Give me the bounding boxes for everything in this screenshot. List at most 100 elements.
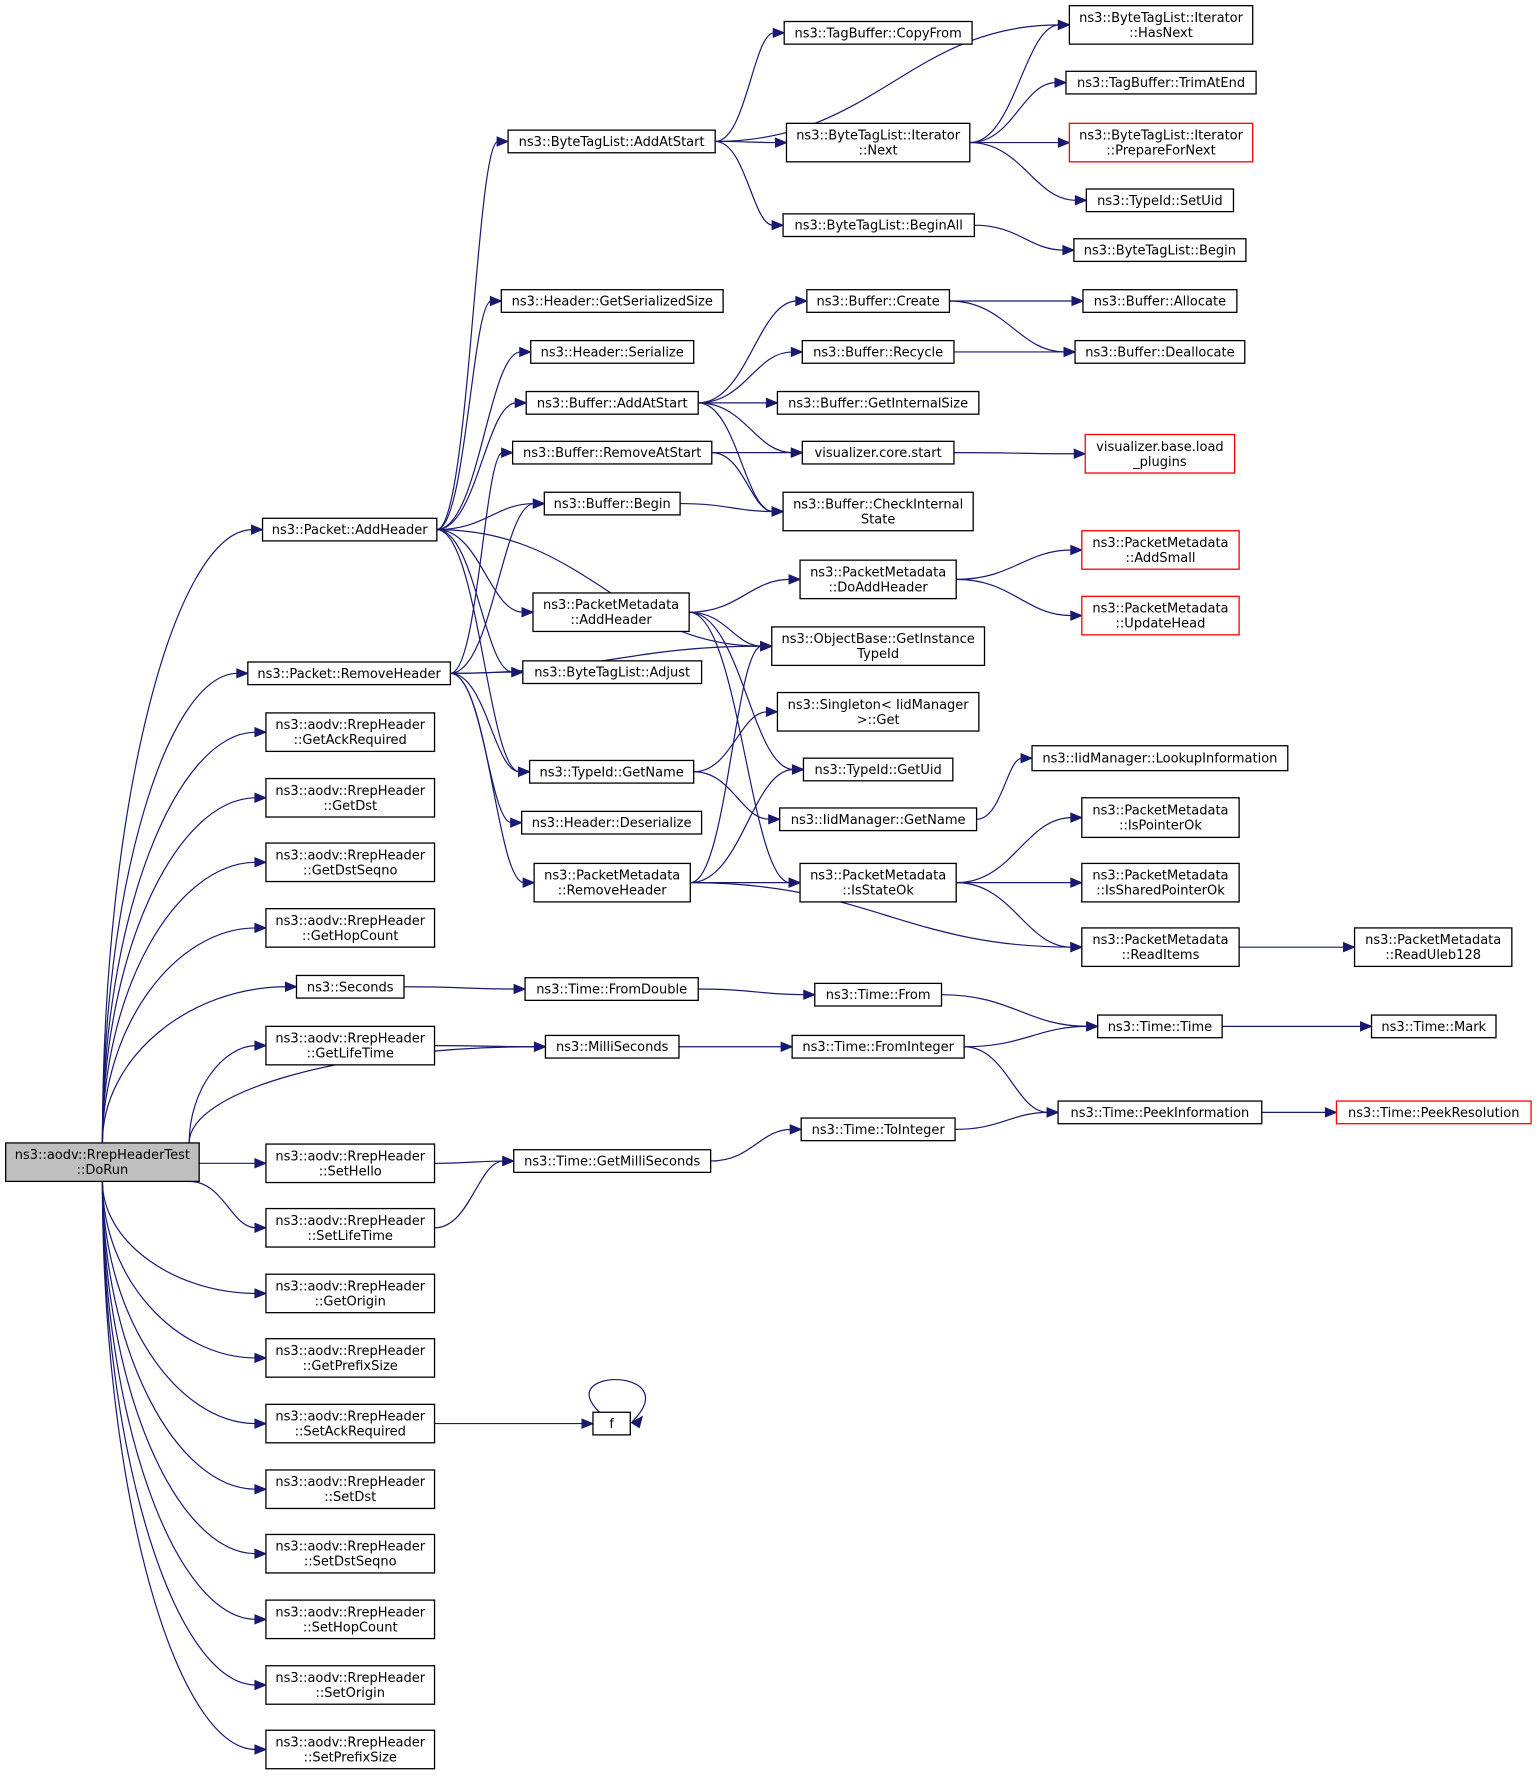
node-pm-removeheader[interactable]: ns3::PacketMetadata::RemoveHeader [533, 862, 691, 903]
node-pm-doaddheader[interactable]: ns3::PacketMetadata::DoAddHeader [799, 559, 957, 600]
node-bytetaglist-begin[interactable]: ns3::ByteTagList::Begin [1073, 238, 1247, 263]
call-edge-btl_iterator_next-to-tagbuffer_trimatend [969, 77, 1068, 144]
node-buffer-create[interactable]: ns3::Buffer::Create [806, 289, 951, 313]
call-edge-packet_removeheader-to-header_deserialize [450, 672, 523, 828]
node-time-getmilliseconds[interactable]: ns3::Time::GetMilliSeconds [513, 1149, 712, 1174]
node-iidmanager-getname[interactable]: ns3::IidManager::GetName [779, 807, 978, 832]
node-label-line: ns3::TypeId::SetUid [1097, 194, 1222, 209]
node-f[interactable]: f [592, 1411, 631, 1436]
node-rrep-setdst[interactable]: ns3::aodv::RrepHeader::SetDst [265, 1469, 436, 1510]
node-typeid-getname[interactable]: ns3::TypeId::GetName [528, 759, 695, 784]
node-bytetaglist-adjust[interactable]: ns3::ByteTagList::Adjust [522, 660, 703, 685]
node-packet-addheader[interactable]: ns3::Packet::AddHeader [261, 517, 438, 542]
call-edge-bytetaglist_addatstart-to-tagbuffer_copyfrom [715, 27, 786, 143]
node-box [1335, 1100, 1532, 1125]
node-label-line: visualizer.core.start [815, 446, 942, 461]
node-box [507, 129, 716, 154]
node-rrep-getackrequired[interactable]: ns3::aodv::RrepHeader::GetAckRequired [265, 712, 436, 753]
node-rrep-getdstseqno[interactable]: ns3::aodv::RrepHeader::GetDstSeqno [265, 842, 436, 883]
node-rrep-getorigin[interactable]: ns3::aodv::RrepHeader::GetOrigin [265, 1273, 436, 1314]
node-buffer-deallocate[interactable]: ns3::Buffer::Deallocate [1074, 339, 1246, 364]
node-time-fromdouble[interactable]: ns3::Time::FromDouble [524, 977, 699, 1002]
node-btl-beginall[interactable]: ns3::ByteTagList::BeginAll [782, 213, 975, 238]
node-label-line: ns3::aodv::RrepHeader [275, 1540, 425, 1555]
node-pm-readitems[interactable]: ns3::PacketMetadata::ReadItems [1081, 927, 1240, 968]
node-buffer-allocate[interactable]: ns3::Buffer::Allocate [1082, 289, 1238, 313]
node-pm-addsmall[interactable]: ns3::PacketMetadata::AddSmall [1081, 530, 1240, 570]
node-time-mark[interactable]: ns3::Time::Mark [1370, 1014, 1497, 1039]
node-pm-addheader[interactable]: ns3::PacketMetadata::AddHeader [532, 592, 690, 633]
call-edge-packet_addheader-to-bytetaglist_adjust [436, 528, 525, 678]
node-time-time[interactable]: ns3::Time::Time [1097, 1014, 1223, 1039]
call-edge-root-to-rrep_setprefixsize [101, 1181, 268, 1755]
node-box [525, 390, 699, 415]
node-time-frominteger[interactable]: ns3::Time::FromInteger [791, 1034, 965, 1059]
node-packet-removeheader[interactable]: ns3::Packet::RemoveHeader [247, 661, 452, 686]
node-box [522, 660, 703, 685]
node-visualizer-base-loadplugins[interactable]: visualizer.base.load_plugins [1084, 433, 1236, 474]
node-rrep-setdstseqno[interactable]: ns3::aodv::RrepHeader::SetDstSeqno [265, 1533, 436, 1574]
node-time-from[interactable]: ns3::Time::From [814, 982, 943, 1007]
node-pm-readuleb128[interactable]: ns3::PacketMetadata::ReadUleb128 [1353, 927, 1513, 968]
node-tagbuffer-copyfrom[interactable]: ns3::TagBuffer::CopyFrom [783, 20, 973, 45]
call-edge-root-to-rrep_setorigin [101, 1181, 268, 1691]
node-btl-iterator-hasnext[interactable]: ns3::ByteTagList::Iterator::HasNext [1068, 5, 1254, 45]
node-buffer-recycle[interactable]: ns3::Buffer::Recycle [801, 339, 955, 364]
node-rrep-setprefixsize[interactable]: ns3::aodv::RrepHeader::SetPrefixSize [265, 1729, 436, 1770]
node-rrep-sethopcount[interactable]: ns3::aodv::RrepHeader::SetHopCount [265, 1599, 436, 1640]
node-rrep-setorigin[interactable]: ns3::aodv::RrepHeader::SetOrigin [265, 1665, 436, 1705]
node-label-line: ns3::aodv::RrepHeader [275, 1410, 425, 1425]
node-root[interactable]: ns3::aodv::RrepHeaderTest::DoRun [5, 1142, 200, 1183]
node-visualizer-core-start[interactable]: visualizer.core.start [801, 440, 955, 465]
node-milliseconds[interactable]: ns3::MilliSeconds [544, 1034, 680, 1059]
node-label-line: ns3::ByteTagList::AddAtStart [519, 135, 705, 150]
node-rrep-setackrequired[interactable]: ns3::aodv::RrepHeader::SetAckRequired [265, 1403, 436, 1444]
node-label-line: ns3::PacketMetadata [810, 869, 946, 884]
node-header-serialize[interactable]: ns3::Header::Serialize [530, 339, 695, 364]
node-rrep-getlifetime[interactable]: ns3::aodv::RrepHeader::GetLifeTime [265, 1025, 436, 1066]
node-rrep-getdst[interactable]: ns3::aodv::RrepHeader::GetDst [265, 777, 436, 818]
node-label-line: ::SetDstSeqno [304, 1555, 397, 1570]
node-label-line: ns3::TypeId::GetName [539, 765, 683, 780]
node-btl-iterator-preparefornext[interactable]: ns3::ByteTagList::Iterator::PrepareForNe… [1068, 122, 1254, 163]
node-bytetaglist-addatstart[interactable]: ns3::ByteTagList::AddAtStart [507, 129, 716, 154]
node-label-line: ns3::aodv::RrepHeader [275, 1032, 425, 1047]
call-edge-bytetaglist_addatstart-to-btl_iterator_next [715, 137, 788, 148]
node-pm-ispointerok[interactable]: ns3::PacketMetadata::IsPointerOk [1081, 797, 1240, 839]
node-pm-issharedpointerok[interactable]: ns3::PacketMetadata::IsSharedPointerOk [1081, 862, 1240, 903]
node-buffer-addatstart[interactable]: ns3::Buffer::AddAtStart [525, 390, 699, 415]
node-rrep-getprefixsize[interactable]: ns3::aodv::RrepHeader::GetPrefixSize [265, 1338, 436, 1378]
node-tagbuffer-trimatend[interactable]: ns3::TagBuffer::TrimAtEnd [1065, 70, 1257, 95]
node-typeid-setuid[interactable]: ns3::TypeId::SetUid [1085, 188, 1235, 213]
node-buffer-removeatstart[interactable]: ns3::Buffer::RemoveAtStart [511, 440, 713, 465]
node-buffer-getinternalsize[interactable]: ns3::Buffer::GetInternalSize [776, 390, 980, 415]
call-edge-seconds-to-time_fromdouble [403, 983, 527, 995]
node-singleton-get[interactable]: ns3::Singleton< IidManager>::Get [776, 691, 980, 732]
node-buffer-begin[interactable]: ns3::Buffer::Begin [543, 491, 681, 516]
node-box [247, 661, 452, 686]
node-rrep-gethopcount[interactable]: ns3::aodv::RrepHeader::GetHopCount [265, 908, 436, 948]
node-label-line: ::GetOrigin [315, 1294, 386, 1309]
node-label-line: ns3::ByteTagList::Iterator [1079, 11, 1244, 26]
node-rrep-sethello[interactable]: ns3::aodv::RrepHeader::SetHello [265, 1143, 436, 1184]
node-time-peekresolution[interactable]: ns3::Time::PeekResolution [1335, 1100, 1532, 1125]
node-typeid-getuid[interactable]: ns3::TypeId::GetUid [802, 757, 954, 782]
node-label-line: ns3::aodv::RrepHeader [275, 1344, 425, 1359]
node-label-line: ns3::PacketMetadata [1092, 602, 1228, 617]
node-seconds[interactable]: ns3::Seconds [295, 974, 405, 999]
node-header-deserialize[interactable]: ns3::Header::Deserialize [521, 810, 703, 835]
call-edge-root-to-rrep_getdstseqno [101, 857, 268, 1143]
node-time-peekinformation[interactable]: ns3::Time::PeekInformation [1057, 1100, 1263, 1125]
node-time-tointeger[interactable]: ns3::Time::ToInteger [800, 1117, 956, 1142]
node-pm-updatehead[interactable]: ns3::PacketMetadata::UpdateHead [1081, 595, 1240, 636]
call-edge-packet_addheader-to-objectbase_getinstancetypeid [436, 528, 774, 652]
node-pm-isstateok[interactable]: ns3::PacketMetadata::IsStateOk [799, 862, 957, 903]
node-header-getserializedsize[interactable]: ns3::Header::GetSerializedSize [500, 289, 724, 313]
node-iidmanager-lookupinformation[interactable]: ns3::IidManager::LookupInformation [1031, 745, 1289, 772]
node-rrep-setlifetime[interactable]: ns3::aodv::RrepHeader::SetLifeTime [265, 1207, 436, 1248]
node-btl-iterator-next[interactable]: ns3::ByteTagList::Iterator::Next [785, 122, 971, 163]
node-label-line: ns3::Packet::AddHeader [272, 523, 428, 538]
call-edge-time_fromdouble-to-time_from [698, 988, 817, 1000]
